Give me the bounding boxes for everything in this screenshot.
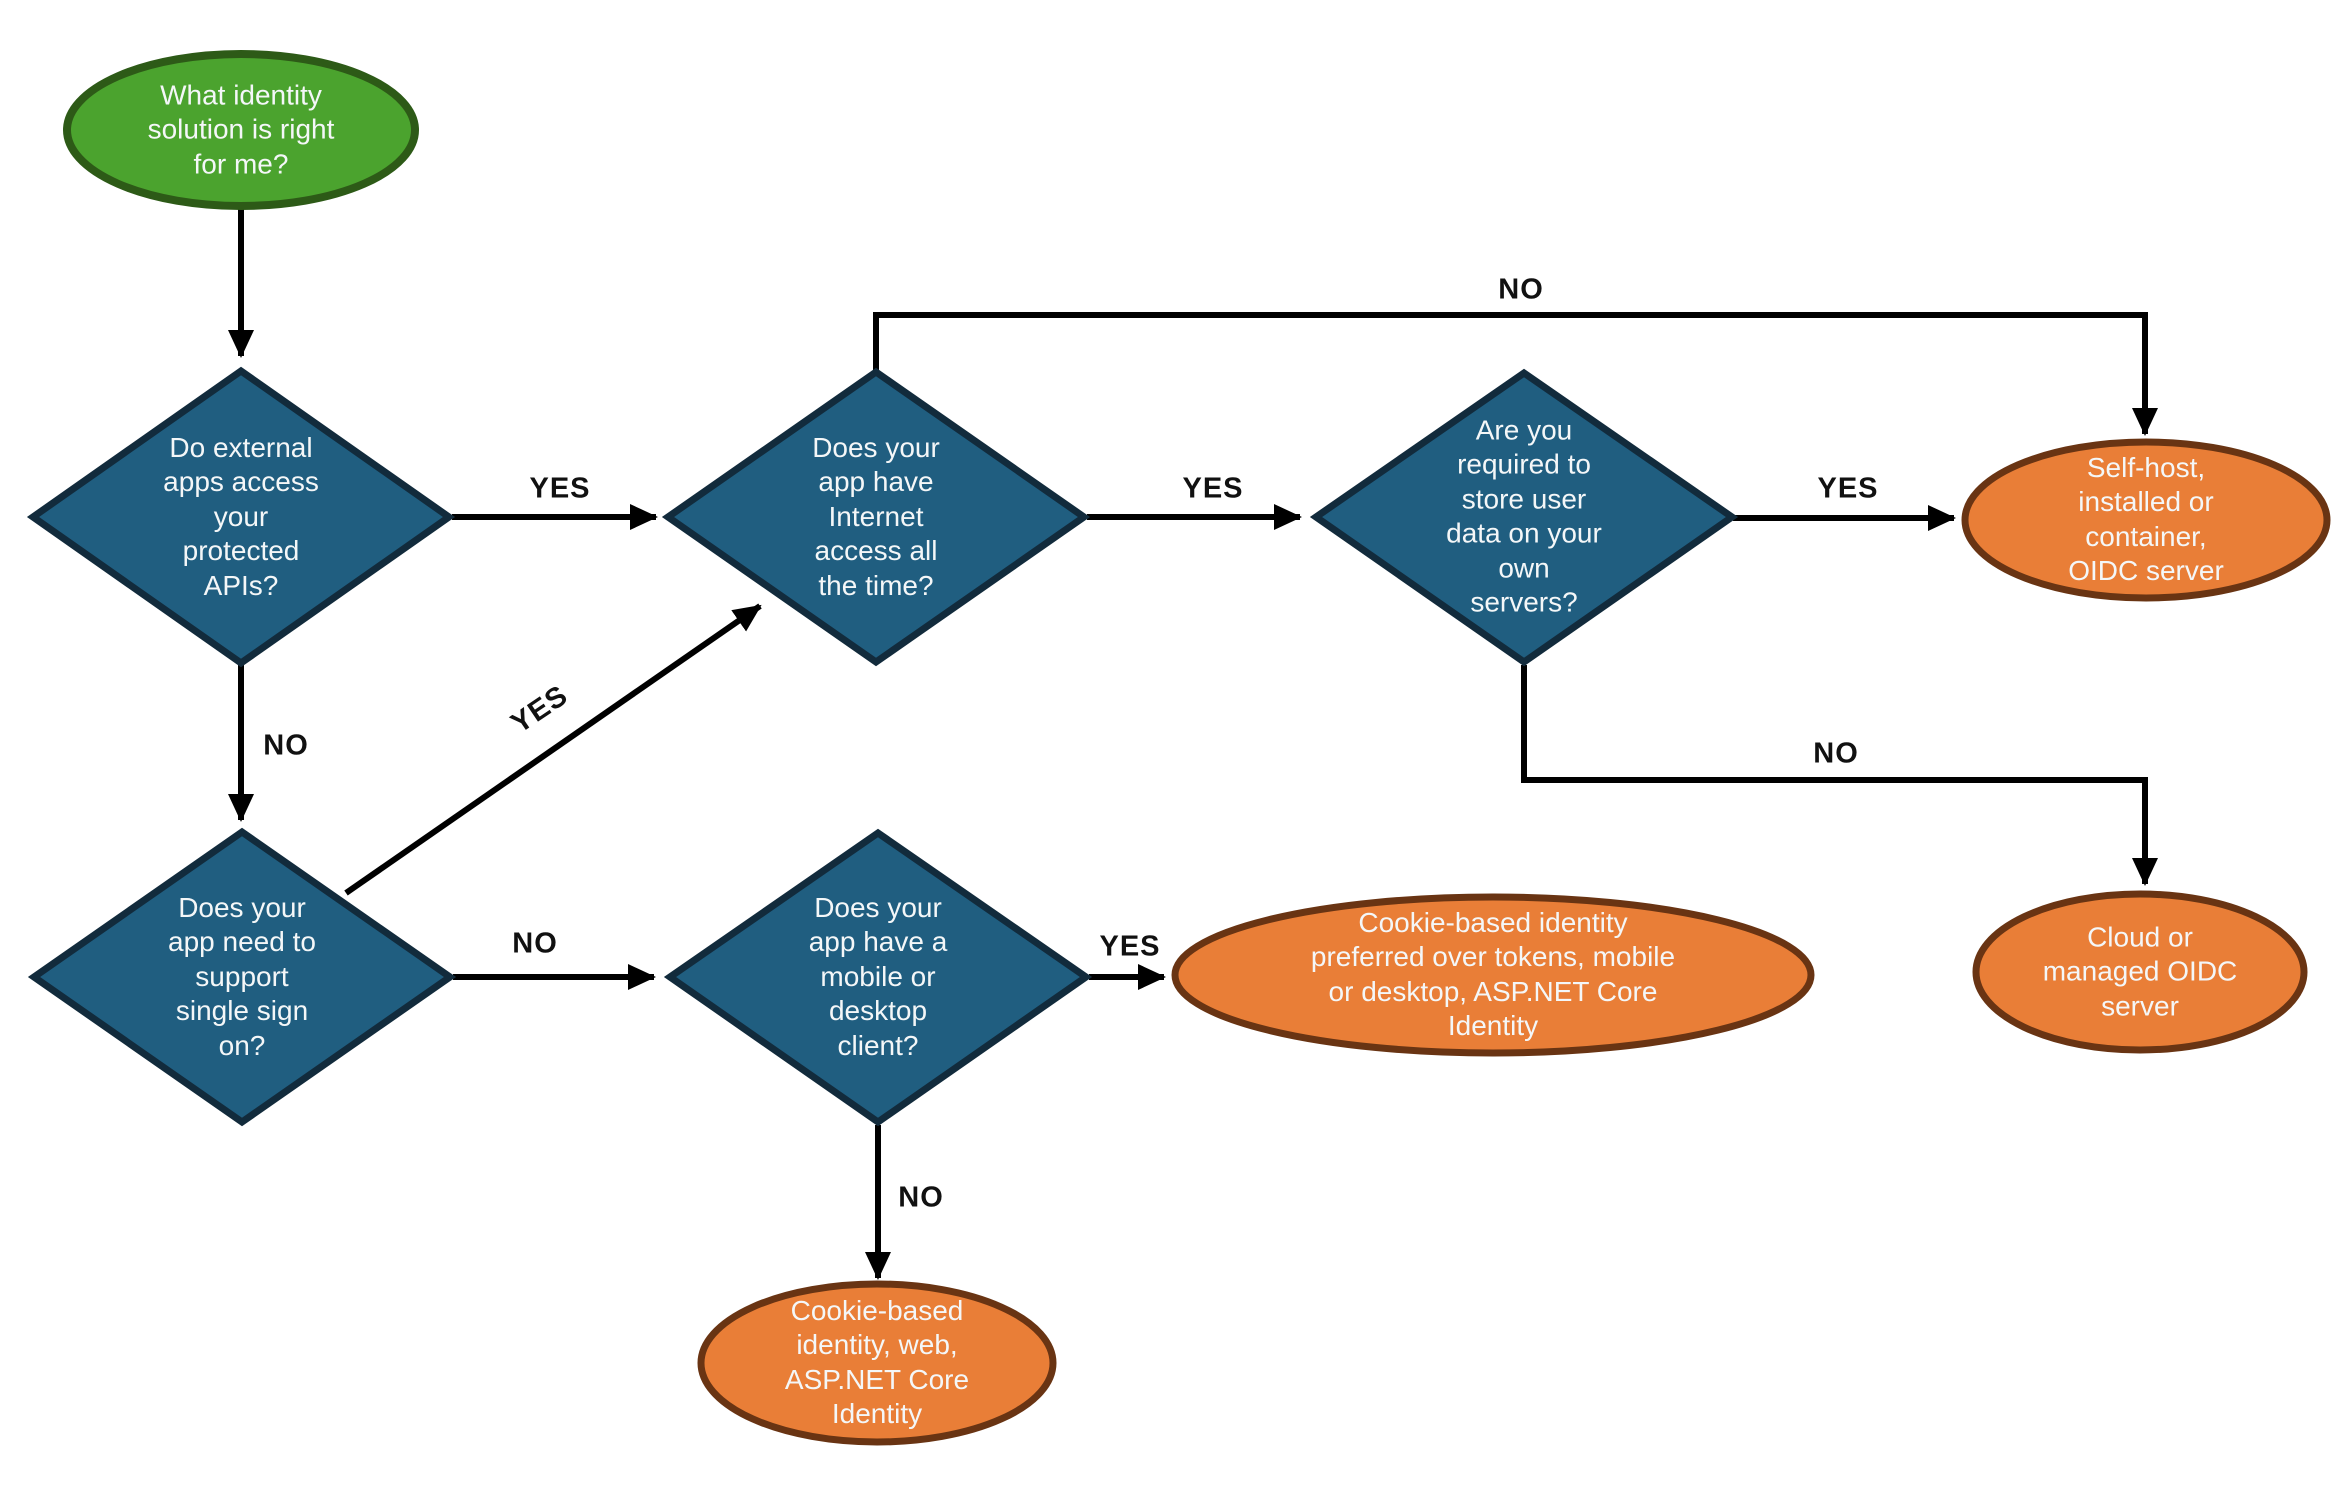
decision-store-user-data-label: Are you required to store user data on y… bbox=[1446, 414, 1602, 618]
result-cookie-mobile-shape bbox=[1171, 893, 1815, 1057]
decision-internet-access-shape bbox=[661, 367, 1091, 667]
result-cloud-shape bbox=[1972, 890, 2308, 1054]
edge-no-internet-to-selfhost bbox=[873, 312, 2158, 436]
edge-label-no-external-apis: NO bbox=[263, 729, 309, 762]
decision-store-user-data-shape bbox=[1309, 368, 1739, 667]
edge-label-no-mobile-desktop: NO bbox=[898, 1181, 944, 1214]
start-node-shape bbox=[63, 50, 419, 210]
result-selfhost-label: Self-host, installed or container, OIDC … bbox=[2068, 452, 2224, 587]
decision-external-apis-shape bbox=[26, 366, 456, 668]
edge-label-yes-mobile-desktop: YES bbox=[1099, 930, 1161, 963]
edge-label-no-internet: NO bbox=[1498, 273, 1544, 306]
edge-label-yes-store-data: YES bbox=[1817, 472, 1879, 505]
edge-label-yes-internet: YES bbox=[1182, 472, 1244, 505]
decision-mobile-desktop-shape bbox=[663, 828, 1093, 1127]
result-cookie-web-shape bbox=[697, 1280, 1057, 1446]
result-cookie-mobile-label: Cookie-based identity preferred over tok… bbox=[1310, 907, 1676, 1042]
edge-yes-sso-to-internet bbox=[344, 603, 762, 896]
decision-mobile-desktop-label: Does your app have a mobile or desktop c… bbox=[808, 891, 948, 1061]
decision-single-sign-on-label: Does your app need to support single sig… bbox=[168, 891, 316, 1061]
decision-external-apis-label: Do external apps access your protected A… bbox=[163, 431, 319, 601]
edge-label-no-sso: NO bbox=[512, 927, 558, 960]
decision-internet-access-label: Does your app have Internet access all t… bbox=[812, 431, 940, 601]
start-node-label: What identity solution is right for me? bbox=[147, 79, 335, 180]
edge-no-store-data-to-cloud bbox=[1521, 665, 2158, 886]
result-cookie-web-label: Cookie-based identity, web, ASP.NET Core… bbox=[784, 1295, 970, 1430]
decision-single-sign-on-shape bbox=[27, 827, 457, 1127]
result-selfhost-shape bbox=[1961, 438, 2331, 602]
edge-label-yes-external-apis: YES bbox=[529, 472, 591, 505]
edge-label-no-store-data: NO bbox=[1813, 737, 1859, 770]
result-cloud-label: Cloud or managed OIDC server bbox=[2042, 921, 2238, 1022]
